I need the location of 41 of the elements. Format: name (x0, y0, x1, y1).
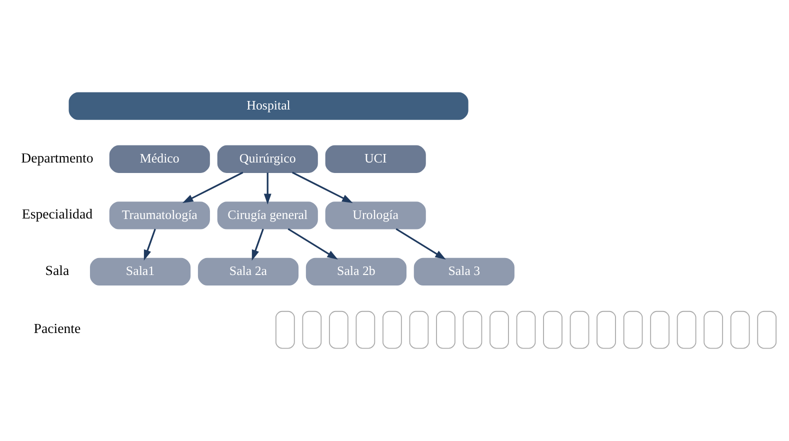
arrow (182, 172, 244, 204)
node-box (704, 310, 724, 349)
node-box (570, 310, 590, 349)
node-box (490, 310, 509, 349)
node-box: Traumatología (109, 202, 210, 230)
node-box: Médico (109, 145, 210, 173)
node-box: Quirúrgico (217, 145, 318, 173)
node-box: Sala 2a (198, 258, 299, 286)
node-box: Urología (325, 202, 426, 230)
node-box (275, 310, 295, 349)
node-box (356, 310, 376, 349)
label: Paciente (34, 321, 81, 336)
node-box (409, 310, 429, 349)
arrow (288, 228, 338, 260)
node-box (596, 310, 616, 349)
node-box (650, 310, 670, 349)
node-box (328, 310, 348, 349)
node-box (462, 310, 482, 349)
node-box (543, 310, 562, 349)
node-box: UCI (325, 145, 426, 173)
node-box: Sala 3 (414, 258, 514, 286)
node-box (623, 310, 643, 349)
node-box: Sala 2b (306, 258, 406, 286)
arrow (264, 172, 272, 204)
label: Especialidad (22, 206, 93, 222)
node-box (516, 310, 536, 349)
node-box (382, 310, 402, 349)
node-box: Sala1 (90, 258, 191, 286)
arrow (292, 172, 353, 204)
node-box: Hospital (68, 92, 468, 120)
arrow (396, 228, 446, 260)
node-box (757, 310, 777, 349)
node-box (676, 310, 696, 349)
node-box (302, 310, 322, 349)
label: Departmento (21, 150, 94, 166)
node-box (730, 310, 750, 349)
arrow (252, 228, 264, 261)
node-box (436, 310, 456, 349)
node-box: Cirugía general (217, 202, 318, 230)
arrow (144, 228, 156, 261)
label: Sala (45, 262, 70, 278)
